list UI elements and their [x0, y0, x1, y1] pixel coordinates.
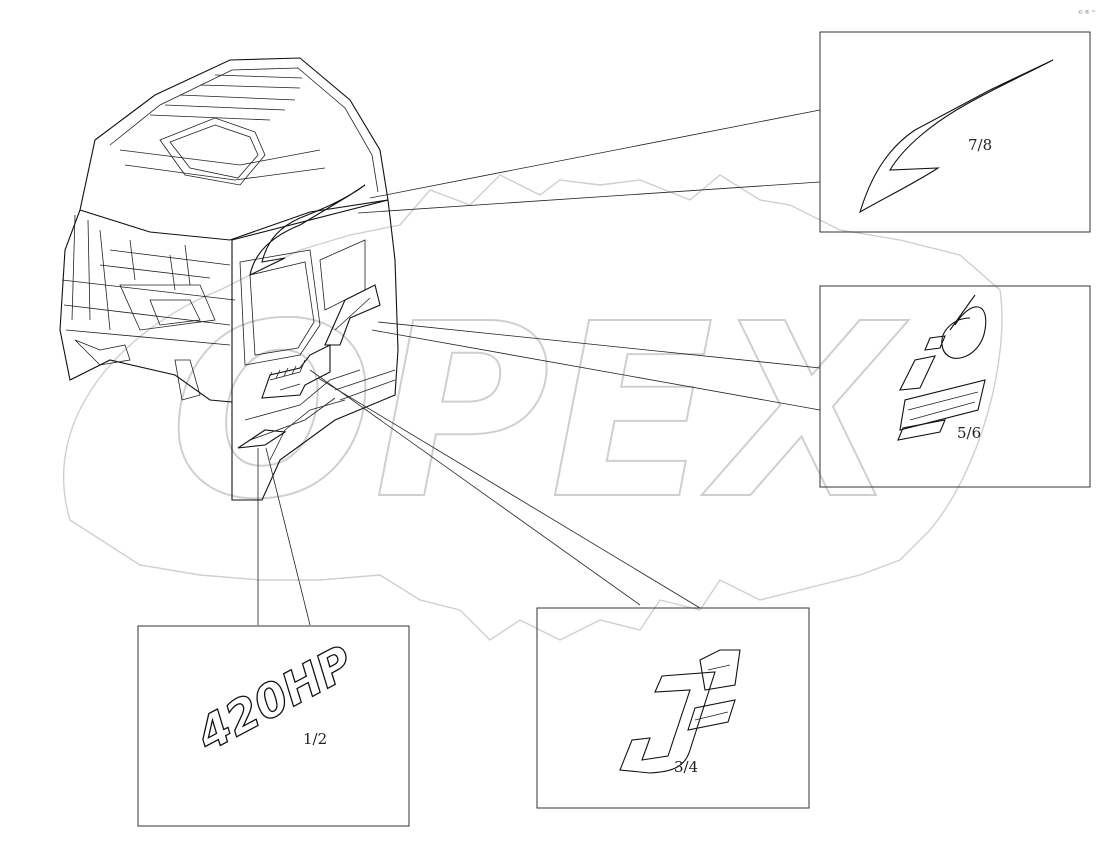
swoosh-decal — [859, 59, 1054, 214]
truck-cab-drawing — [59, 57, 399, 501]
callout-box-420hp: 420HP 1/2 — [137, 625, 410, 827]
watermark-text: OPEX — [170, 272, 909, 552]
callout-box-swoosh: 7/8 — [819, 31, 1091, 233]
watermark: OPEX — [62, 174, 1003, 641]
corner-mark: © ® ™ — [1078, 9, 1096, 16]
callout-label-3-4: 3/4 — [674, 758, 698, 776]
leader-lines — [257, 109, 821, 626]
callout-label-7-8: 7/8 — [968, 136, 992, 154]
callout-box-i6: 5/6 — [819, 285, 1091, 488]
callout-box-jh6: 3/4 — [536, 607, 810, 809]
callout-label-1-2: 1/2 — [303, 730, 327, 748]
i6-decal — [897, 294, 987, 441]
watermark-gear-outline — [62, 174, 1003, 641]
jh6-decal — [619, 649, 741, 774]
callout-label-5-6: 5/6 — [957, 424, 981, 442]
emblem-420hp-text: 420HP — [187, 635, 362, 762]
